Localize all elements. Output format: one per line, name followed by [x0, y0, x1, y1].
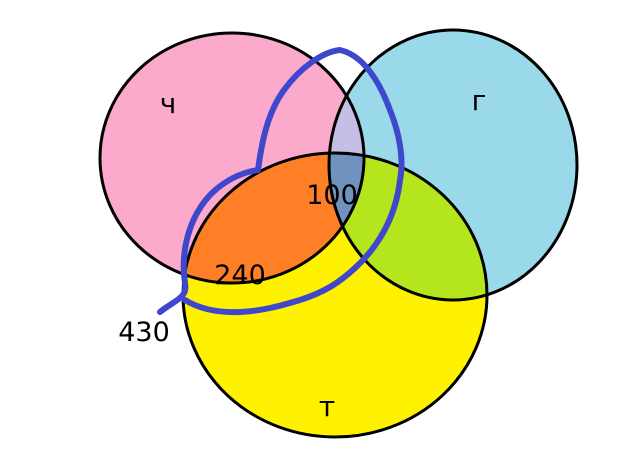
set-label-g: г: [472, 84, 487, 117]
set-label-ch: ч: [160, 87, 177, 120]
value-ch-g-t: 100: [306, 180, 358, 211]
highlight-outline: [157, 47, 405, 316]
value-ch-t: 240: [214, 260, 266, 291]
set-label-t: т: [319, 390, 335, 423]
outline-ch: [98, 31, 366, 285]
callout-value: 430: [118, 317, 170, 348]
outline-g: [327, 28, 579, 302]
region-ch-t: [183, 153, 364, 283]
